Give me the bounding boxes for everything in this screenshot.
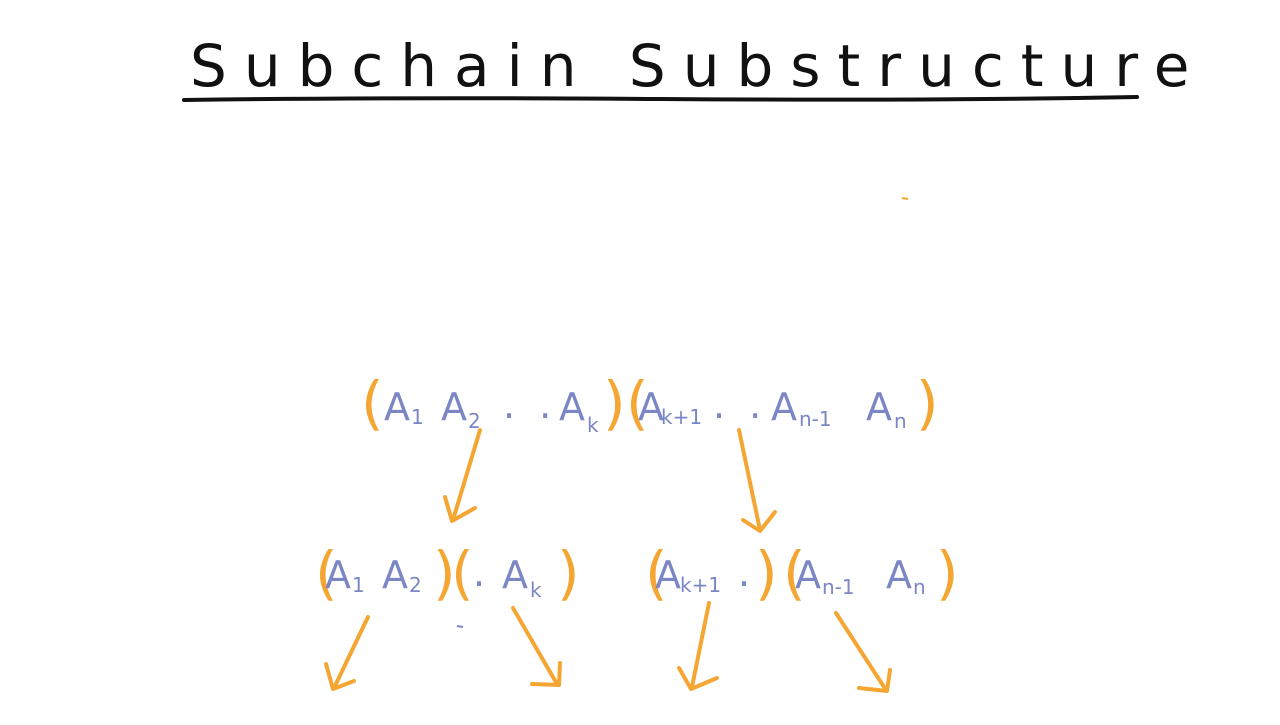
row2-right-an-close-paren: ) bbox=[936, 539, 959, 607]
row1-expression: ( ) A 1 A 2 . . A k ( ) A k+1 . . A n-1 … bbox=[361, 369, 939, 437]
row1-dots-2: . . bbox=[713, 383, 767, 427]
row2-left-ak: A bbox=[502, 553, 528, 597]
row1-left-close-paren: ) bbox=[603, 369, 626, 437]
arrow-r2-1-head bbox=[324, 662, 356, 691]
row1-a2: A bbox=[441, 385, 467, 429]
row2-left-a1a2-close-paren: ) bbox=[433, 539, 456, 607]
arrow-left-down-head bbox=[443, 495, 477, 523]
row2-left-ak-close-paren: ) bbox=[557, 539, 580, 607]
arrow-r2-3-head bbox=[677, 666, 719, 691]
title-underline bbox=[182, 95, 1139, 102]
row2-left-a2-sub: 2 bbox=[409, 573, 422, 597]
stray-mark bbox=[901, 197, 909, 200]
row2-left-a1: A bbox=[325, 553, 351, 597]
arrow-r2-4-shaft bbox=[834, 611, 888, 692]
arrow-r2-4-head bbox=[857, 668, 892, 693]
row1-ak1-sub: k+1 bbox=[661, 405, 702, 429]
row2-right-ak1-sub: k+1 bbox=[680, 573, 721, 597]
arrow-right-down-shaft bbox=[737, 428, 762, 532]
row1-an1-sub: n-1 bbox=[799, 407, 832, 431]
row2-right-ak1-close-paren: ) bbox=[755, 539, 778, 607]
row1-ak1: A bbox=[638, 385, 664, 429]
row1-arrows bbox=[443, 428, 777, 533]
row1-an1: A bbox=[771, 385, 797, 429]
row2-expression: ( A 1 A 2 ) ( . A k ) ( A k+1 . ) ( A n-… bbox=[315, 539, 959, 607]
row1-ak-sub: k bbox=[587, 413, 599, 437]
row1-an: A bbox=[866, 385, 892, 429]
row2-right-an-open-paren: ( bbox=[783, 539, 806, 607]
row1-a1-sub: 1 bbox=[411, 405, 424, 429]
row2-left-a1-sub: 1 bbox=[352, 573, 365, 597]
row2-right-ak1: A bbox=[655, 553, 681, 597]
row2-right-ak1-open-paren: ( bbox=[645, 539, 668, 607]
row1-a1: A bbox=[384, 385, 410, 429]
row1-a2-sub: 2 bbox=[468, 409, 481, 433]
row2-right-an1-sub: n-1 bbox=[822, 575, 855, 599]
row1-ak: A bbox=[559, 385, 585, 429]
row2-right-dots: . bbox=[738, 551, 756, 595]
row2-right-an: A bbox=[886, 553, 912, 597]
row2-arrows bbox=[324, 601, 892, 693]
row1-dots-1: . . bbox=[503, 383, 557, 427]
row2-left-ak-open-paren: ( bbox=[451, 539, 474, 607]
page-title: Subchain Substructure bbox=[190, 32, 1207, 100]
arrow-left-down-shaft bbox=[451, 428, 482, 522]
row1-right-close-paren: ) bbox=[916, 369, 939, 437]
row1-an-sub: n bbox=[894, 409, 907, 433]
stray-blue-mark bbox=[456, 625, 464, 628]
row2-right-an-sub: n bbox=[913, 575, 926, 599]
row2-left-a2: A bbox=[382, 553, 408, 597]
row2-left-dots: . bbox=[473, 551, 491, 595]
row1-left-open-paren: ( bbox=[361, 369, 384, 437]
arrow-r2-2-head bbox=[530, 661, 562, 687]
row1-right-open-paren: ( bbox=[626, 369, 649, 437]
row2-right-an1: A bbox=[795, 553, 821, 597]
row2-left-ak-sub: k bbox=[530, 578, 542, 602]
row2-left-open-paren: ( bbox=[315, 539, 338, 607]
arrow-r2-2-shaft bbox=[511, 606, 559, 686]
arrow-r2-1-shaft bbox=[332, 615, 370, 690]
arrow-right-down-head bbox=[741, 510, 777, 533]
arrow-r2-3-shaft bbox=[690, 601, 711, 689]
